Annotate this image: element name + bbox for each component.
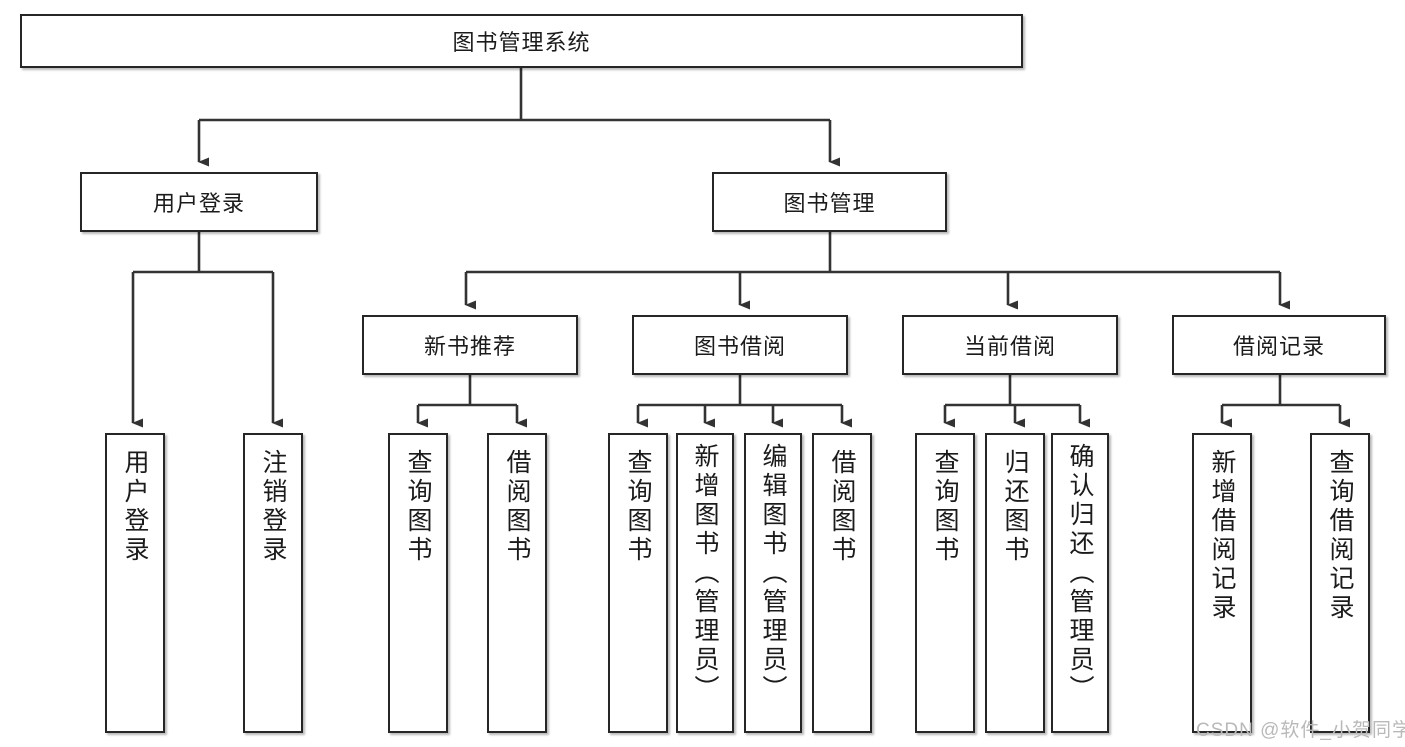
leaf-confirm-return-admin[interactable]: 确认归还（管理员）	[1051, 433, 1109, 733]
leaf-user-login[interactable]: 用户登录	[105, 433, 165, 733]
leaf-query-borrow-record[interactable]: 查询借阅记录	[1310, 433, 1370, 733]
node-borrow-record[interactable]: 借阅记录	[1172, 315, 1386, 375]
leaf-add-book-admin[interactable]: 新增图书（管理员）	[676, 433, 734, 733]
csdn-watermark: CSDN @软件_小贺同学	[1196, 720, 1405, 741]
node-current-borrow[interactable]: 当前借阅	[902, 315, 1118, 375]
node-user-login[interactable]: 用户登录	[80, 172, 318, 232]
leaf-query-book-borrow[interactable]: 查询图书	[608, 433, 668, 733]
leaf-return-book[interactable]: 归还图书	[985, 433, 1045, 733]
leaf-borrow-book[interactable]: 借阅图书	[812, 433, 872, 733]
leaf-add-borrow-record[interactable]: 新增借阅记录	[1192, 433, 1252, 733]
leaf-borrow-book-recommend[interactable]: 借阅图书	[487, 433, 547, 733]
leaf-query-book-current[interactable]: 查询图书	[915, 433, 975, 733]
leaf-edit-book-admin[interactable]: 编辑图书（管理员）	[744, 433, 802, 733]
node-book-manage[interactable]: 图书管理	[712, 172, 947, 232]
leaf-query-book-recommend[interactable]: 查询图书	[388, 433, 448, 733]
node-new-book-recommend[interactable]: 新书推荐	[362, 315, 578, 375]
leaf-logout[interactable]: 注销登录	[243, 433, 303, 733]
node-root[interactable]: 图书管理系统	[20, 14, 1023, 68]
node-book-borrow[interactable]: 图书借阅	[632, 315, 848, 375]
